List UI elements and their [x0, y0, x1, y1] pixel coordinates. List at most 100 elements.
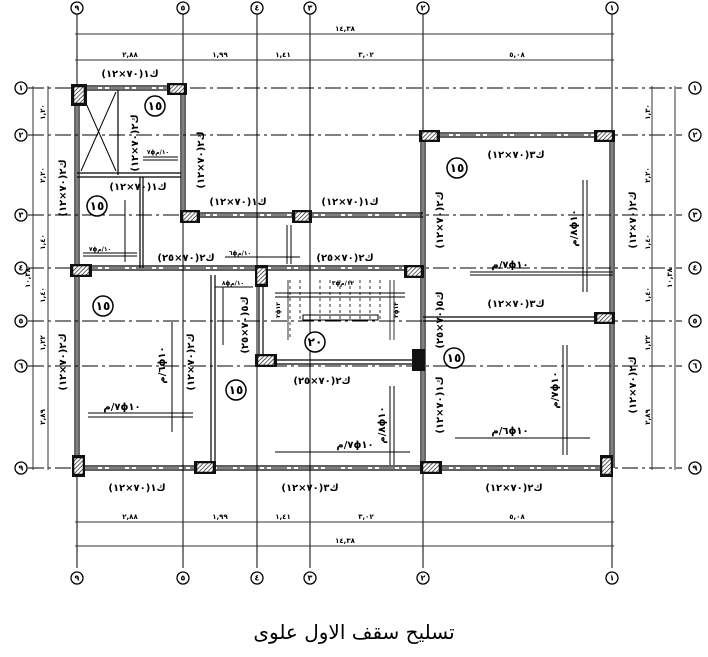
dim-seg: ١,٤٠ — [39, 234, 47, 249]
dim-seg: ١,٤١ — [275, 513, 290, 521]
dim-seg: ١,٤١ — [275, 51, 290, 59]
axis-label: ٣ — [308, 574, 313, 583]
axis-label: ١ — [693, 84, 698, 93]
beam-label: ك٢(٧٠×١٢) — [58, 159, 69, 216]
slab-thickness: ١٥ — [447, 351, 462, 365]
axis-label: ٢ — [421, 574, 426, 583]
dim-seg: ٢,٨٩ — [39, 409, 47, 425]
dim-seg: ١,٢٢ — [644, 335, 652, 351]
axis-bubbles-bottom: ٩ ٥ ٤ ٣ ٢ ١ — [70, 571, 619, 585]
axis-label: ٤ — [19, 264, 24, 273]
slab-thickness: ١٥ — [148, 99, 163, 113]
beam-label: ك١(٧٠×١٢) — [109, 182, 166, 193]
rebar-label: ٧ϕ١٠/م — [550, 371, 561, 408]
beam-label: ك١(٧٠×١٢) — [209, 197, 266, 208]
dim-seg: ٣,٠٢ — [358, 513, 374, 521]
axis-label: ٢ — [693, 131, 698, 140]
dim-seg: ١,٤٠ — [644, 287, 652, 302]
axis-label: ٦ — [19, 362, 24, 371]
axis-label: ٩ — [75, 574, 80, 583]
beam-label: ك٢(٧٠×١٢) — [196, 131, 207, 188]
beam-label: ك٢(٧٠×١٢) — [130, 114, 141, 171]
bottom-dimensions: ٢,٨٨ ١,٩٩ ١,٤١ ٣,٠٢ ٥,٠٨ ١٤,٣٨ — [75, 513, 614, 547]
rebar-lines — [83, 156, 613, 465]
axis-label: ٣ — [308, 4, 313, 13]
dim-seg: ١,٣٠ — [644, 104, 652, 119]
rebar-label: ٢ϕ١٢ — [275, 302, 282, 318]
rebar-label: ٦ϕ١٠/م — [229, 250, 251, 257]
dim-seg: ٢,٢٠ — [644, 167, 652, 182]
stair-slab-thickness: ٢٠ — [308, 335, 323, 349]
beam-label: ك٢(٧٠×٢٥) — [157, 253, 214, 264]
dim-seg: ١,٩٩ — [212, 513, 228, 521]
beam-label: ك٣(٧٠×١٢) — [281, 483, 338, 494]
dim-total-right: ١٠,٣٨ — [666, 267, 674, 287]
axis-label: ١ — [610, 4, 615, 13]
beam-label: ك٣(٧٠×١٢) — [487, 299, 544, 310]
rebar-label: ٨ϕ١٠/م — [569, 209, 580, 246]
dim-seg: ٢,٨٨ — [122, 51, 138, 59]
rebar-label: ٨ϕ١٠/م — [377, 406, 388, 443]
beam-label: ك٢(٧٠×١٢) — [186, 333, 197, 390]
axis-bubbles-right: ١ ٢ ٣ ٤ ٥ ٦ ٩ — [688, 81, 702, 475]
beam-label: ك٥(٧٠×٢٥) — [240, 296, 251, 353]
beam-label: ك١(٧٠×١٢) — [101, 69, 158, 80]
rebar-label: ٧ϕ١٠/م — [336, 440, 373, 451]
drawing-title: تسليح سقف الاول علوى — [253, 620, 455, 644]
axis-bubbles-top: ٩ ٥ ٤ ٣ ٢ ١ — [70, 1, 619, 15]
beam-label: ك٢(٧٠×٢٥) — [293, 376, 350, 387]
slab-thickness-markers: ١٥ ١٥ ١٥ ١٥ ١٥ ١٥ ٢٠ — [86, 95, 468, 401]
axis-label: ٢ — [421, 4, 426, 13]
axis-label: ٩ — [693, 464, 698, 473]
rebar-label: ٧ϕ١٠/م — [147, 149, 169, 156]
axis-label: ٥ — [693, 317, 698, 326]
slab-thickness: ١٥ — [90, 199, 105, 213]
beam-label: ك٢(٧٠×١٢) — [58, 333, 69, 390]
dim-seg: ٢,٢٠ — [39, 167, 47, 182]
beam-label: ك٥(٧٠×٢٥) — [435, 291, 446, 348]
beam-label: ك٢(٧٠×١٢) — [485, 483, 542, 494]
rebar-label: ٧ϕ١٠/م — [89, 246, 111, 253]
axis-label: ٥ — [19, 317, 24, 326]
rebar-label: ٢ϕ١٢ — [393, 302, 400, 318]
axis-label: ٥ — [181, 574, 186, 583]
beams — [74, 85, 615, 471]
axis-label: ٢ — [19, 131, 24, 140]
dim-seg: ١,٩٩ — [212, 51, 228, 59]
axis-label: ١ — [19, 84, 24, 93]
axis-label: ٣ — [19, 211, 24, 220]
axis-label: ١ — [610, 574, 615, 583]
dim-seg: ١,٢٠ — [39, 104, 47, 119]
rebar-label: ٧ϕ١٠/م — [491, 260, 528, 271]
vertical-grid-dashes — [76, 66, 613, 505]
dim-seg: ٥,٠٨ — [509, 513, 525, 521]
beam-label: ك٢(٧٠×١٢) — [628, 356, 639, 413]
beam-label: ك٢(٧٠×١٢) — [435, 191, 446, 248]
left-dimensions: ١,٢٠ ٢,٢٠ ١,٤٠ ١٠,٣٨ ١,٤٠ ١,٢٢ ٢,٨٩ — [24, 86, 49, 470]
axis-label: ٤ — [255, 4, 260, 13]
axis-label: ٩ — [75, 4, 80, 13]
beam-labels: ك١(٧٠×١٢) ك١(٧٠×١٢) ك١(٧٠×١٢) ك١(٧٠×١٢) … — [58, 69, 639, 494]
top-dimensions: ١٤,٣٨ ٢,٨٨ ١,٩٩ ١,٤١ ٣,٠٢ ٥,٠٨ — [75, 25, 614, 61]
dim-seg: ١,٢٢ — [39, 335, 47, 351]
slab-thickness: ١٥ — [450, 161, 465, 175]
axis-label: ٤ — [693, 264, 698, 273]
rebar-label: ٧ϕ١٠/م — [103, 402, 140, 413]
slab-thickness: ١٥ — [96, 299, 111, 313]
beam-label: ك١(٧٠×١٢) — [435, 376, 446, 433]
beam-label: ك٣(٧٠×١٢) — [487, 150, 544, 161]
dim-seg: ٢,٨٨ — [122, 513, 138, 521]
dim-total-bottom: ١٤,٣٨ — [335, 537, 355, 545]
dim-seg: ٥,٠٨ — [509, 51, 525, 59]
right-dimensions: ١,٣٠ ٢,٢٠ ١,٤٠ ١٠,٣٨ ١,٤٠ ١,٢٢ ٢,٨٩ — [644, 86, 676, 470]
rebar-label: ٦ϕ١٠/م — [491, 426, 528, 437]
rebar-label: ٣ϕ١٢/م — [332, 280, 355, 287]
stair-treads — [275, 280, 405, 340]
axis-label: ٦ — [693, 362, 698, 371]
rebar-label: ٨ϕ١٠/م — [222, 280, 244, 287]
dim-total-left: ١٠,٣٨ — [24, 267, 32, 287]
rebar-label: ٦ϕ١٠/م — [157, 346, 168, 383]
dim-seg: ١,٤٠ — [39, 287, 47, 302]
rebar-labels: ٧ϕ١٠/م ٨ϕ١٠/م ٧ϕ١٠/م ٦ϕ١٠/م ٧ϕ١٠/م ٨ϕ١٠/… — [89, 149, 580, 451]
